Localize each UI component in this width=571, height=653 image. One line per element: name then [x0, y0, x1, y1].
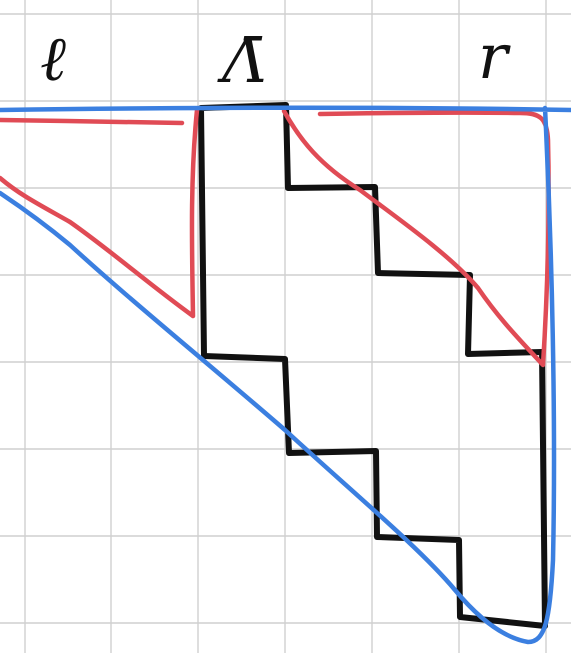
blue-outline — [0, 105, 571, 645]
red-left-triangle — [0, 107, 200, 319]
label-middle: Λ̄ — [217, 24, 267, 97]
red-right-region — [281, 108, 551, 368]
black-staircase — [198, 102, 548, 629]
label-left: ℓ — [40, 22, 66, 95]
label-right: r — [478, 20, 511, 93]
